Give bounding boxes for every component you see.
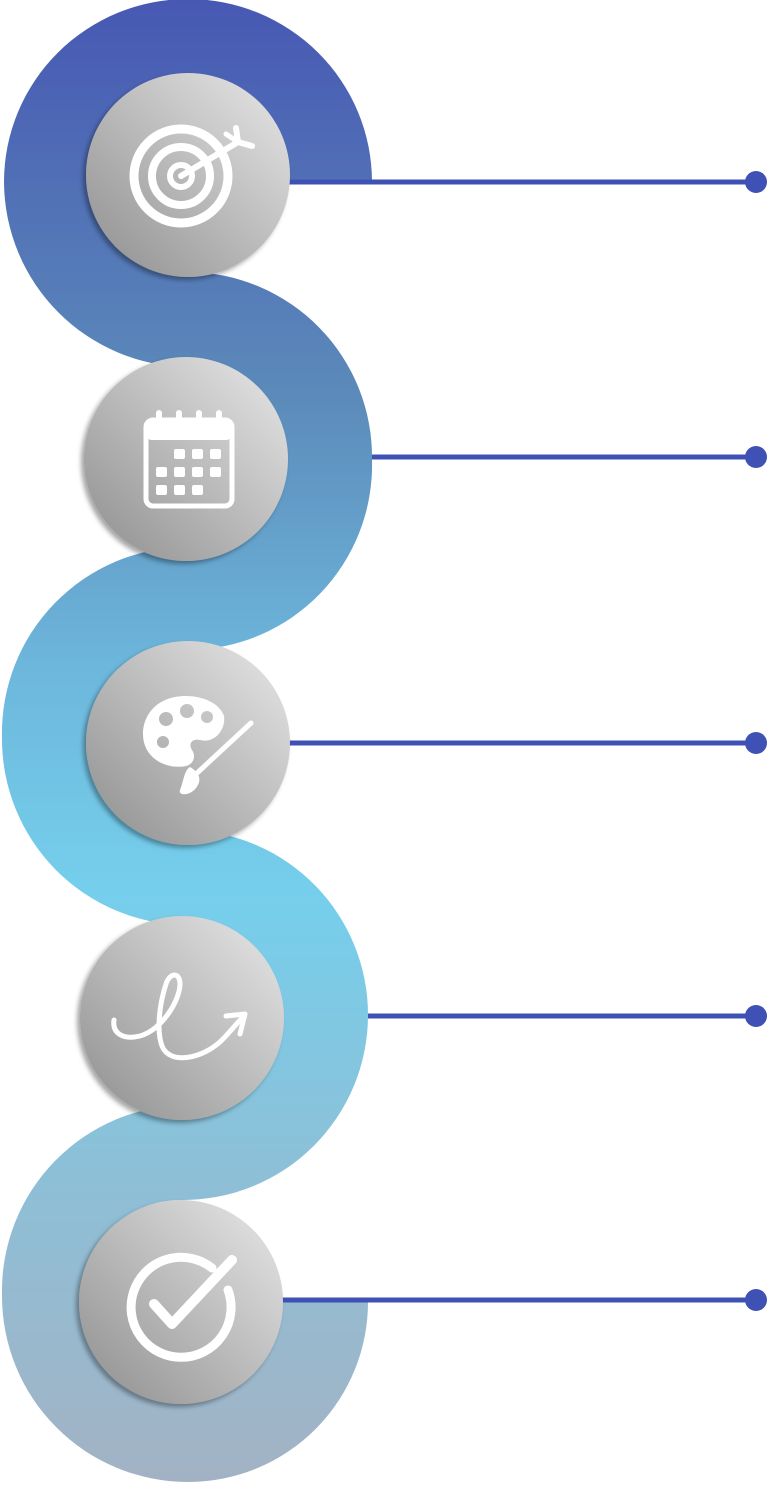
step-4-disc [80, 916, 284, 1120]
target-icon [129, 124, 255, 228]
step-5-disc [79, 1200, 283, 1404]
connector-dot-3 [745, 732, 767, 754]
connector-lines [280, 171, 767, 1311]
connector-dot-5 [745, 1289, 767, 1311]
connector-dot-4 [745, 1005, 767, 1027]
palette-icon [143, 696, 254, 795]
connector-dot-2 [745, 446, 767, 468]
check-circle-icon [126, 1252, 237, 1362]
signature-icon [111, 972, 248, 1061]
step-3-disc [86, 641, 290, 845]
step-2-disc [84, 357, 288, 561]
connector-dot-1 [745, 171, 767, 193]
serpentine-ribbon [1, 0, 373, 1482]
step-1-disc [86, 73, 290, 277]
calendar-icon [143, 410, 235, 509]
